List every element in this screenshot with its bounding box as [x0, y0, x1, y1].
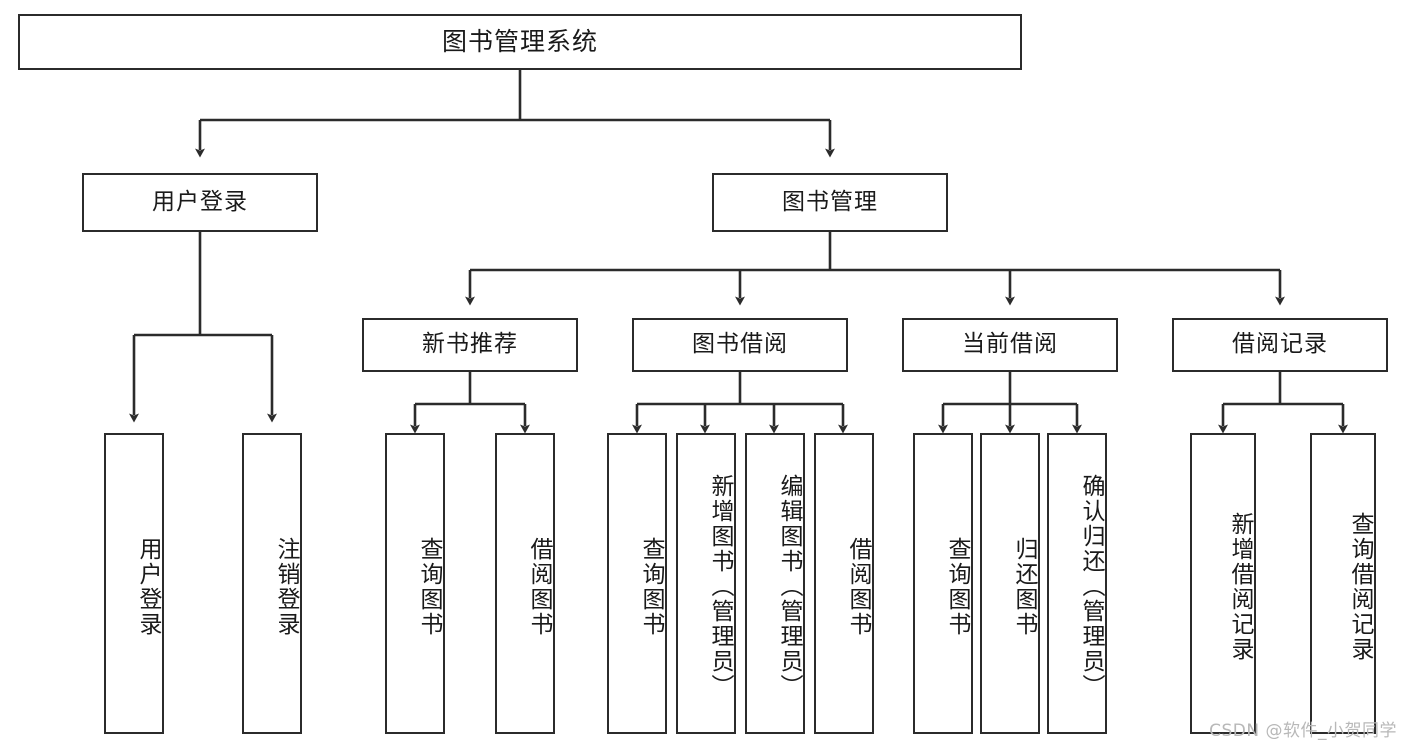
node-leaf-user-login[interactable]: 用户登录: [104, 433, 164, 734]
node-current-borrow-label: 当前借阅: [962, 331, 1058, 358]
node-book-manage-label: 图书管理: [782, 188, 878, 215]
node-leaf-return-book[interactable]: 归还图书: [980, 433, 1040, 734]
node-leaf-query-book-3-label: 查询图书: [944, 536, 970, 637]
node-leaf-edit-book[interactable]: 编辑图书（管理员）: [745, 433, 805, 734]
node-borrow-record-label: 借阅记录: [1232, 331, 1328, 358]
node-borrow-record[interactable]: 借阅记录: [1172, 318, 1388, 372]
node-user-login-label: 用户登录: [152, 188, 248, 215]
node-leaf-query-record[interactable]: 查询借阅记录: [1310, 433, 1376, 734]
node-current-borrow[interactable]: 当前借阅: [902, 318, 1118, 372]
node-leaf-borrow-book-1-label: 借阅图书: [526, 536, 552, 637]
node-leaf-query-book-3[interactable]: 查询图书: [913, 433, 973, 734]
node-leaf-edit-book-label: 编辑图书（管理员）: [776, 474, 802, 699]
node-leaf-query-record-label: 查询借阅记录: [1347, 511, 1373, 662]
node-leaf-query-book-1-label: 查询图书: [416, 536, 442, 637]
node-root-system-label: 图书管理系统: [441, 27, 598, 57]
node-leaf-add-book[interactable]: 新增图书（管理员）: [676, 433, 736, 734]
node-leaf-add-record[interactable]: 新增借阅记录: [1190, 433, 1256, 734]
node-leaf-add-record-label: 新增借阅记录: [1227, 511, 1253, 662]
node-leaf-user-login-label: 用户登录: [135, 536, 161, 637]
node-leaf-query-book-2[interactable]: 查询图书: [607, 433, 667, 734]
node-leaf-return-book-label: 归还图书: [1011, 536, 1037, 637]
node-leaf-user-logout[interactable]: 注销登录: [242, 433, 302, 734]
node-leaf-query-book-1[interactable]: 查询图书: [385, 433, 445, 734]
watermark-text: CSDN @软件_小贺同学: [1209, 721, 1397, 741]
node-book-borrow[interactable]: 图书借阅: [632, 318, 848, 372]
node-new-book-recommend-label: 新书推荐: [422, 331, 518, 358]
node-leaf-borrow-book-2-label: 借阅图书: [845, 536, 871, 637]
node-root-system[interactable]: 图书管理系统: [18, 14, 1022, 70]
node-leaf-borrow-book-2[interactable]: 借阅图书: [814, 433, 874, 734]
node-leaf-user-logout-label: 注销登录: [273, 536, 299, 637]
node-user-login[interactable]: 用户登录: [82, 173, 318, 232]
node-leaf-confirm-return-label: 确认归还（管理员）: [1078, 474, 1104, 699]
node-leaf-add-book-label: 新增图书（管理员）: [707, 474, 733, 699]
node-new-book-recommend[interactable]: 新书推荐: [362, 318, 578, 372]
node-leaf-query-book-2-label: 查询图书: [638, 536, 664, 637]
node-leaf-borrow-book-1[interactable]: 借阅图书: [495, 433, 555, 734]
node-book-manage[interactable]: 图书管理: [712, 173, 948, 232]
node-leaf-confirm-return[interactable]: 确认归还（管理员）: [1047, 433, 1107, 734]
node-book-borrow-label: 图书借阅: [692, 331, 788, 358]
